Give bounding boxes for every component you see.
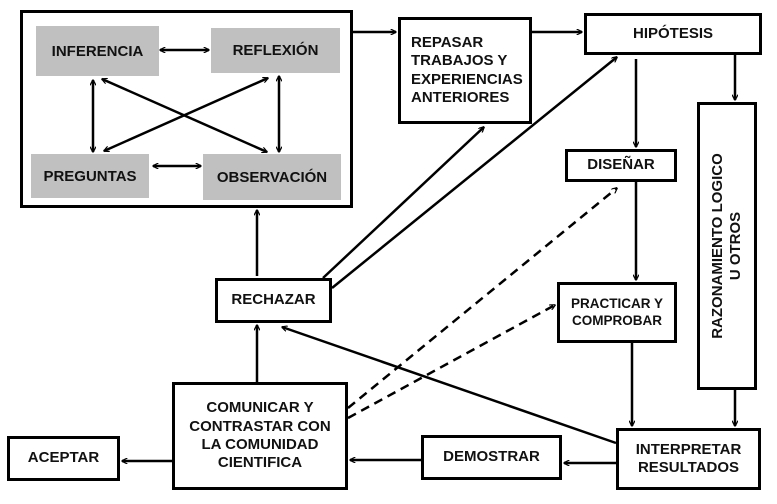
node-razonamiento-line: U OTROS [727,211,744,281]
node-comunicar-line: CIENTIFICA [217,454,303,472]
node-inferencia-label: INFERENCIA [51,42,144,60]
edge-comunicar-to-practicar [347,303,555,420]
edge-rechazar-to-hipotesis [331,57,617,289]
node-observacion[interactable]: OBSERVACIÓN [203,154,341,200]
node-reflexion-label: REFLEXIÓN [232,42,319,59]
cluster-box [20,10,353,208]
node-comunicar-line: COMUNICAR Y [206,399,314,417]
node-repasar-line: REPASAR [411,33,484,51]
edge-interpretar-to-rechazar [282,327,617,445]
node-practicar[interactable]: PRACTICAR Y COMPROBAR [557,282,677,343]
node-reflexion[interactable]: REFLEXIÓN [211,28,340,73]
node-razonamiento-line: RAZONAMIENTO LOGICO [709,153,726,339]
node-repasar[interactable]: REPASAR TRABAJOS Y EXPERIENCIAS ANTERIOR… [398,17,532,124]
node-razonamiento[interactable]: RAZONAMIENTO LOGICO U OTROS [697,102,757,390]
node-repasar-line: ANTERIORES [411,88,510,106]
node-comunicar-line: CONTRASTAR CON [189,417,331,435]
edge-comunicar-to-disenar [347,188,617,409]
node-disenar-label: DISEÑAR [587,156,655,174]
node-inferencia[interactable]: INFERENCIA [36,26,159,76]
edge-reflexion-to-preguntas [104,78,268,151]
node-repasar-line: EXPERIENCIAS [411,70,523,88]
node-rechazar[interactable]: RECHAZAR [215,278,332,323]
node-observacion-label: OBSERVACIÓN [216,168,328,186]
node-comunicar-label: COMUNICAR Y CONTRASTAR CON LA COMUNIDAD … [189,399,330,472]
node-interpretar[interactable]: INTERPRETAR RESULTADOS [616,428,761,490]
node-practicar-label: PRACTICAR Y COMPROBAR [571,296,663,329]
node-comunicar-line: LA COMUNIDAD [201,436,319,453]
node-practicar-line: PRACTICAR Y [570,296,663,312]
node-hipotesis[interactable]: HIPÓTESIS [584,13,762,55]
node-comunicar[interactable]: COMUNICAR Y CONTRASTAR CON LA COMUNIDAD … [172,382,348,490]
node-interpretar-label: INTERPRETAR RESULTADOS [636,441,742,478]
node-practicar-line: COMPROBAR [571,312,662,328]
node-repasar-line: TRABAJOS Y [411,52,508,70]
node-aceptar[interactable]: ACEPTAR [7,436,120,481]
node-razonamiento-label: RAZONAMIENTO LOGICO U OTROS [709,153,745,339]
node-disenar[interactable]: DISEÑAR [565,149,677,182]
node-preguntas-label: PREGUNTAS [43,167,137,185]
node-hipotesis-label: HIPÓTESIS [632,24,714,42]
node-demostrar-label: DEMOSTRAR [443,448,540,466]
node-interpretar-line: INTERPRETAR [635,440,742,458]
node-demostrar[interactable]: DEMOSTRAR [421,435,562,480]
node-preguntas[interactable]: PREGUNTAS [31,154,149,198]
node-interpretar-line: RESULTADOS [637,459,740,476]
node-rechazar-label: RECHAZAR [231,291,316,309]
node-repasar-label: REPASAR TRABAJOS Y EXPERIENCIAS ANTERIOR… [411,34,523,107]
node-aceptar-label: ACEPTAR [27,449,100,467]
edge-rechazar-to-repasar [322,127,484,279]
